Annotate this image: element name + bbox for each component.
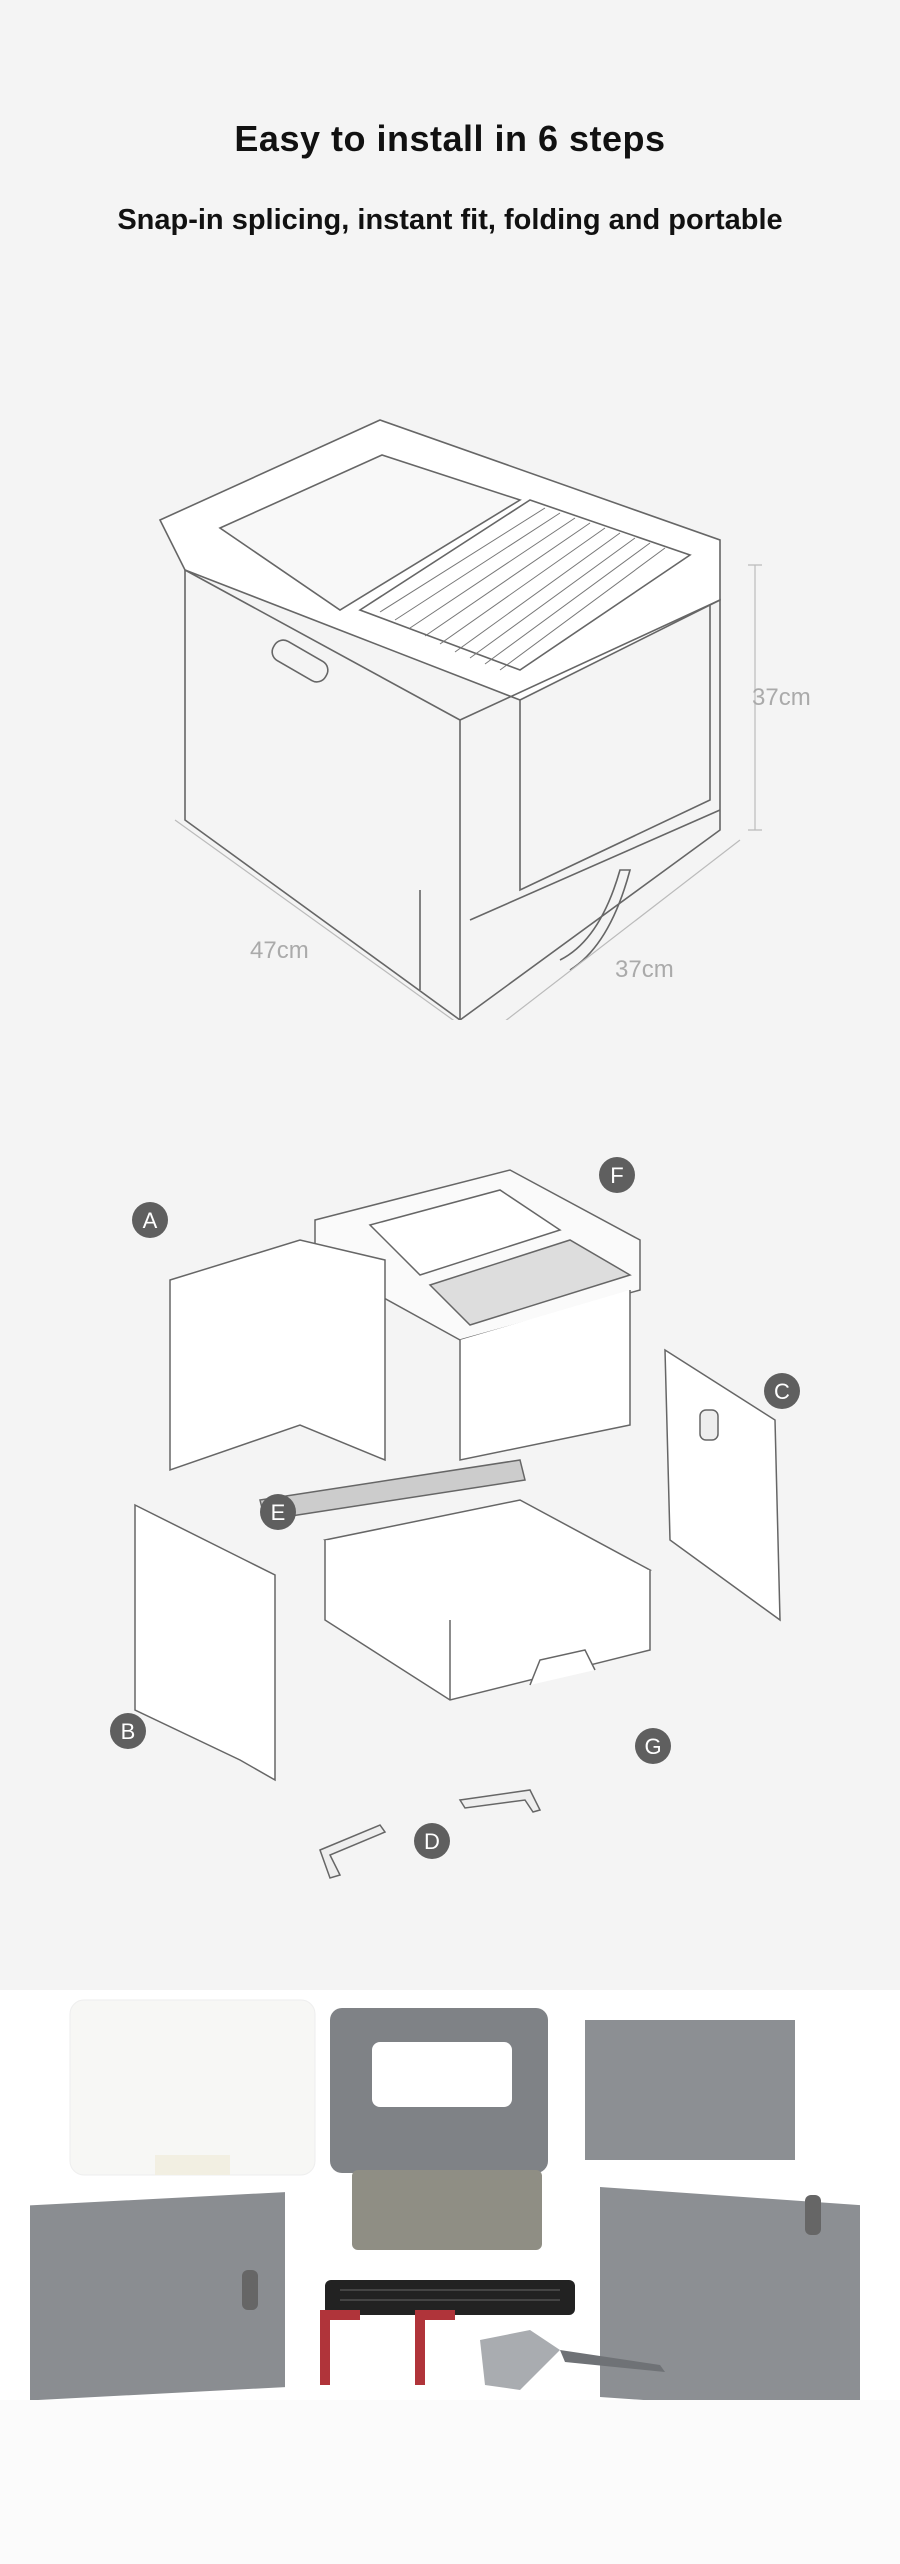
part-label-f: F	[610, 1163, 623, 1188]
height-dimension-label: 37cm	[752, 684, 811, 711]
footer-spacer	[0, 2400, 900, 2564]
part-label-b: B	[121, 1719, 136, 1744]
assembled-box-drawing: 37cm 47cm 37cm	[158, 419, 811, 1020]
part-label-g-circle	[635, 1728, 671, 1764]
part-label-b-circle	[110, 1713, 146, 1749]
part-label-e-circle	[260, 1494, 296, 1530]
parts-photo	[0, 1990, 900, 2400]
part-label-g: G	[644, 1734, 661, 1759]
part-label-d-circle	[414, 1823, 450, 1859]
part-label-c: C	[774, 1379, 790, 1404]
page-subtitle: Snap-in splicing, instant fit, folding a…	[117, 204, 783, 236]
page-title: Easy to install in 6 steps	[234, 118, 666, 159]
part-label-a-circle	[132, 1202, 168, 1238]
length-dimension-label: 47cm	[250, 937, 309, 964]
part-label-f-circle	[599, 1157, 635, 1193]
part-label-d: D	[424, 1829, 440, 1854]
part-label-e: E	[271, 1500, 286, 1525]
exploded-parts-drawing: A B C D E F G	[110, 1157, 800, 1879]
part-label-a: A	[143, 1208, 158, 1233]
part-label-c-circle	[764, 1373, 800, 1409]
width-dimension-label: 37cm	[615, 956, 674, 983]
